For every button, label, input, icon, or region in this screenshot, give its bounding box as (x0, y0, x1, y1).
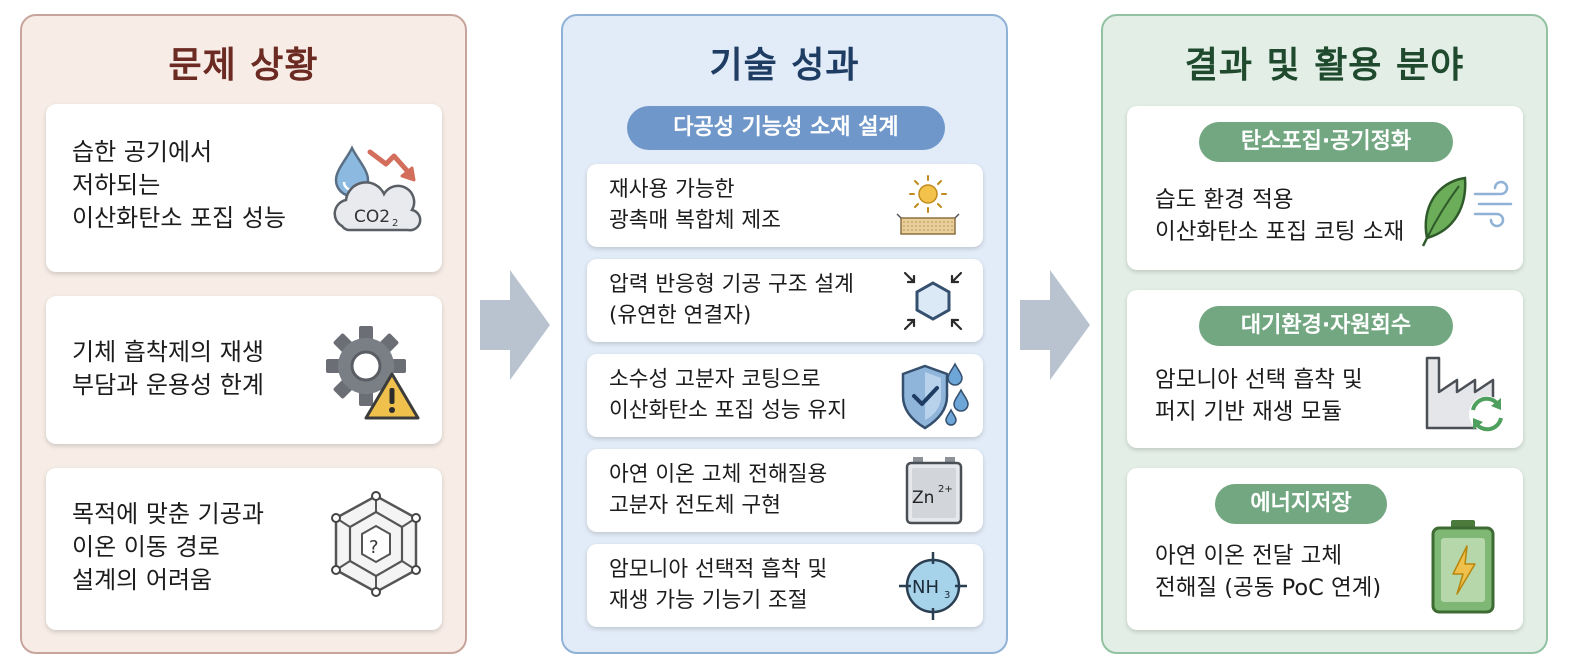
gear-warning-icon (326, 326, 420, 420)
flow-arrow-2 (1020, 270, 1090, 380)
co2-moisture-decline-icon: CO2 2 (333, 145, 422, 232)
result-card-text: 암모니아 선택 흡착 및 퍼지 기반 재생 모듈 (1155, 367, 1363, 425)
tech-card-ammonia: 암모니아 선택적 흡착 및 재생 가능 기능기 조절 NH 3 (587, 544, 983, 627)
result-tag: 탄소포집·공기정화 (1199, 122, 1453, 162)
problem-card-regeneration: 기체 흡착제의 재생 부담과 운용성 한계 (46, 296, 442, 444)
tech-card-text: 재사용 가능한 광촉매 복합체 제조 (609, 177, 781, 233)
result-card-energy-storage: 에너지저장 아연 이온 전달 고체 전해질 (공동 PoC 연계) (1127, 468, 1523, 630)
sun-surface-icon (896, 175, 960, 235)
svg-text:2: 2 (392, 218, 398, 229)
shield-water-icon (901, 362, 969, 430)
zinc-battery-icon: Zn 2+ (905, 457, 963, 525)
maze-question-icon: ? (331, 491, 421, 597)
svg-text:?: ? (369, 537, 379, 558)
problem-panel: 문제 상황 습한 공기에서 저하되는 이산화탄소 포집 성능 CO2 2 기체 … (20, 14, 467, 654)
tech-card-pressure-pore: 압력 반응형 기공 구조 설계 (유연한 연결자) (587, 259, 983, 342)
flow-arrow-1 (480, 270, 550, 380)
tech-panel: 기술 성과 다공성 기능성 소재 설계 재사용 가능한 광촉매 복합체 제조 압… (561, 14, 1008, 654)
result-card-text: 아연 이온 전달 고체 전해질 (공동 PoC 연계) (1155, 543, 1382, 601)
problem-card-humidity: 습한 공기에서 저하되는 이산화탄소 포집 성능 CO2 2 (46, 104, 442, 272)
result-card-carbon-capture: 탄소포집·공기정화 습도 환경 적용 이산화탄소 포집 코팅 소재 (1127, 106, 1523, 270)
leaf-wind-icon (1421, 176, 1513, 247)
problem-title: 문제 상황 (168, 45, 319, 86)
nh3-target-icon: NH 3 (899, 552, 967, 620)
co2-label: CO2 (354, 207, 390, 227)
factory-recycle-icon (1425, 356, 1505, 432)
tech-card-photocatalyst: 재사용 가능한 광촉매 복합체 제조 (587, 164, 983, 247)
nh3-subscript: 3 (944, 590, 950, 601)
problem-card-text: 목적에 맞춘 기공과 이온 이동 경로 설계의 어려움 (72, 500, 264, 594)
tech-card-zinc-conductor: 아연 이온 고체 전해질용 고분자 전도체 구현 Zn 2+ (587, 449, 983, 532)
result-card-text: 습도 환경 적용 이산화탄소 포집 코팅 소재 (1155, 187, 1405, 245)
result-tag: 대기환경·자원회수 (1199, 306, 1453, 346)
result-title: 결과 및 활용 분야 (1184, 45, 1465, 86)
tech-card-text: 압력 반응형 기공 구조 설계 (유연한 연결자) (609, 272, 854, 328)
tech-card-text: 소수성 고분자 코팅으로 이산화탄소 포집 성능 유지 (609, 367, 848, 423)
nh3-label: NH (912, 577, 939, 598)
battery-bolt-icon (1431, 520, 1495, 614)
zn-label: Zn (912, 488, 934, 508)
tech-card-text: 아연 이온 고체 전해질용 고분자 전도체 구현 (609, 462, 828, 518)
problem-card-text: 기체 흡착제의 재생 부담과 운용성 한계 (72, 338, 264, 399)
problem-card-pore-design: 목적에 맞춘 기공과 이온 이동 경로 설계의 어려움 ? (46, 468, 442, 630)
tech-card-text: 암모니아 선택적 흡착 및 재생 가능 기능기 조절 (609, 557, 828, 613)
zn-charge: 2+ (938, 484, 953, 495)
result-tag: 에너지저장 (1215, 484, 1387, 524)
result-card-air-recovery: 대기환경·자원회수 암모니아 선택 흡착 및 퍼지 기반 재생 모듈 (1127, 290, 1523, 448)
tech-subtitle-pill: 다공성 기능성 소재 설계 (627, 106, 945, 150)
tech-title: 기술 성과 (709, 45, 860, 86)
problem-card-text: 습한 공기에서 저하되는 이산화탄소 포집 성능 (72, 138, 286, 232)
hexagon-pressure-icon (903, 271, 963, 331)
result-panel: 결과 및 활용 분야 탄소포집·공기정화 습도 환경 적용 이산화탄소 포집 코… (1101, 14, 1548, 654)
tech-card-hydrophobic-coating: 소수성 고분자 코팅으로 이산화탄소 포집 성능 유지 (587, 354, 983, 437)
